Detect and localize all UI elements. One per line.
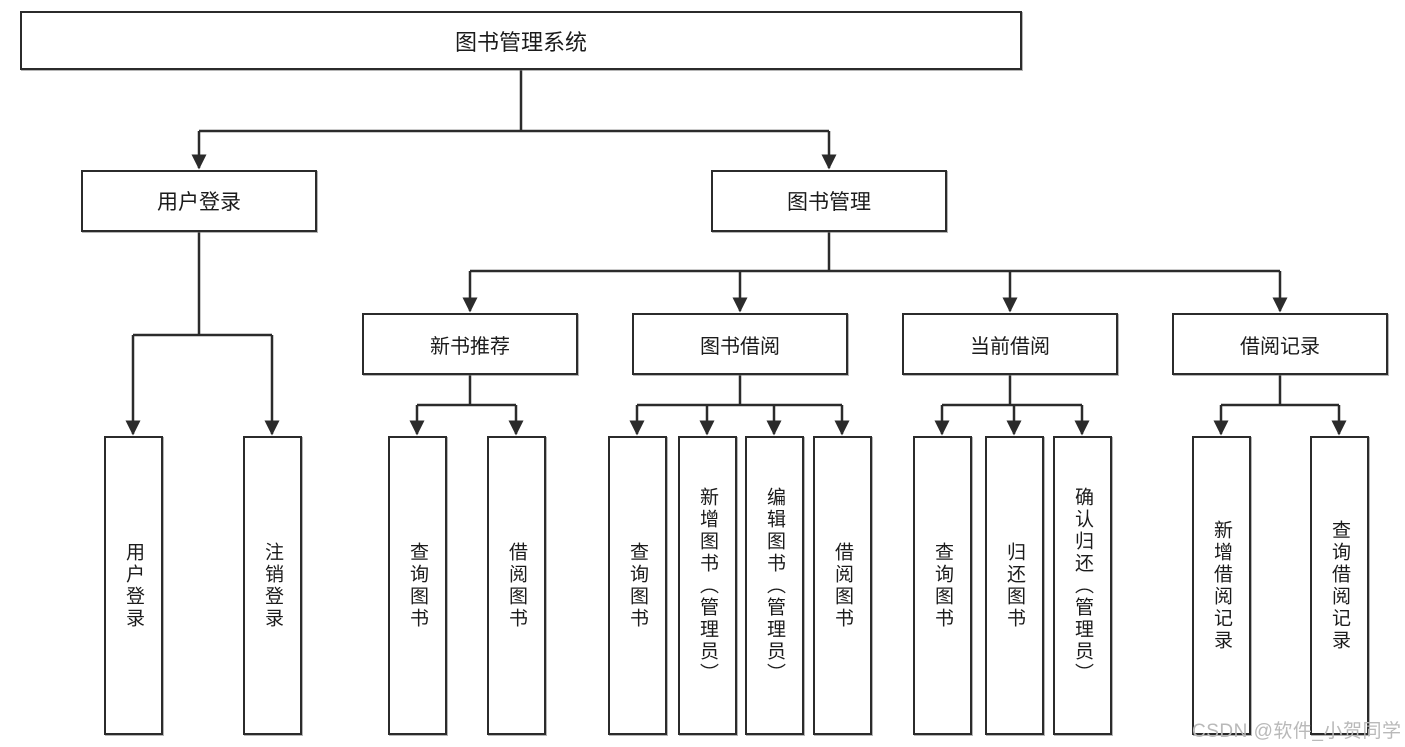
node-leaf-borrow-book-1[interactable]: 借阅图书 — [487, 436, 546, 735]
node-leaf-user-login[interactable]: 用户登录 — [104, 436, 163, 735]
node-borrow-record[interactable]: 借阅记录 — [1172, 313, 1388, 375]
node-leaf-query-book-1[interactable]: 查询图书 — [388, 436, 447, 735]
node-user-login-label: 用户登录 — [157, 191, 241, 214]
node-new-book-recommend-label: 新书推荐 — [430, 335, 510, 358]
node-leaf-borrow-book-2[interactable]: 借阅图书 — [813, 436, 872, 735]
node-leaf-query-book-1-label: 查询图书 — [407, 541, 428, 630]
node-leaf-query-book-3[interactable]: 查询图书 — [913, 436, 972, 735]
node-book-borrow-label: 图书借阅 — [700, 335, 780, 358]
node-user-login[interactable]: 用户登录 — [81, 170, 317, 232]
node-leaf-user-logout[interactable]: 注销登录 — [243, 436, 302, 735]
node-current-borrow-label: 当前借阅 — [970, 335, 1050, 358]
node-leaf-borrow-book-2-label: 借阅图书 — [832, 541, 853, 630]
node-leaf-user-logout-label: 注销登录 — [262, 541, 283, 630]
node-leaf-edit-book-admin-label: 编辑图书（管理员） — [764, 486, 785, 685]
node-borrow-record-label: 借阅记录 — [1240, 335, 1320, 358]
csdn-watermark: CSDN @软件_小贺同学 — [1192, 721, 1402, 742]
node-leaf-add-book-admin[interactable]: 新增图书（管理员） — [678, 436, 737, 735]
node-leaf-confirm-return-admin-label: 确认归还（管理员） — [1072, 486, 1093, 685]
node-leaf-query-book-2-label: 查询图书 — [627, 541, 648, 630]
node-book-manage-label: 图书管理 — [787, 191, 871, 214]
node-leaf-add-book-admin-label: 新增图书（管理员） — [697, 486, 718, 685]
node-book-manage[interactable]: 图书管理 — [711, 170, 947, 232]
node-root-label: 图书管理系统 — [454, 29, 587, 55]
node-leaf-user-login-label: 用户登录 — [123, 541, 144, 630]
node-book-borrow[interactable]: 图书借阅 — [632, 313, 848, 375]
node-current-borrow[interactable]: 当前借阅 — [902, 313, 1118, 375]
node-leaf-confirm-return-admin[interactable]: 确认归还（管理员） — [1053, 436, 1112, 735]
node-leaf-query-book-3-label: 查询图书 — [932, 541, 953, 630]
node-leaf-return-book-label: 归还图书 — [1004, 541, 1025, 630]
node-leaf-query-borrow-record-label: 查询借阅记录 — [1329, 519, 1350, 652]
node-leaf-query-book-2[interactable]: 查询图书 — [608, 436, 667, 735]
node-leaf-query-borrow-record[interactable]: 查询借阅记录 — [1310, 436, 1369, 735]
node-leaf-edit-book-admin[interactable]: 编辑图书（管理员） — [745, 436, 804, 735]
node-leaf-borrow-book-1-label: 借阅图书 — [506, 541, 527, 630]
node-leaf-add-borrow-record-label: 新增借阅记录 — [1211, 519, 1232, 652]
node-new-book-recommend[interactable]: 新书推荐 — [362, 313, 578, 375]
node-root[interactable]: 图书管理系统 — [20, 11, 1022, 70]
node-leaf-return-book[interactable]: 归还图书 — [985, 436, 1044, 735]
node-leaf-add-borrow-record[interactable]: 新增借阅记录 — [1192, 436, 1251, 735]
